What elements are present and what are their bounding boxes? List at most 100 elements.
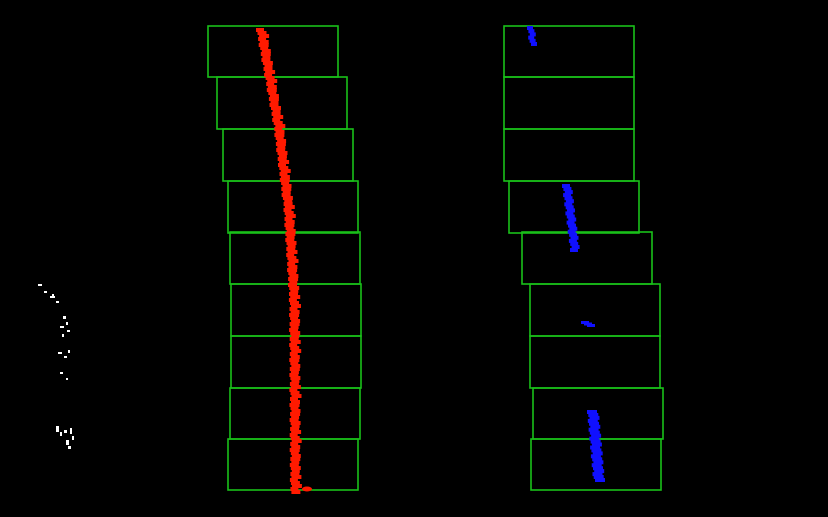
left-lane-pixel xyxy=(270,100,279,104)
right-lane-pixel xyxy=(592,472,603,477)
left-lane-pixel xyxy=(275,124,286,128)
left-lane-pixel xyxy=(289,322,300,326)
left-lane-pixel xyxy=(276,148,286,152)
right-lane-pixel xyxy=(589,436,600,441)
left-lane-pixel xyxy=(259,34,270,38)
right-lane-pixel xyxy=(564,196,573,201)
left-lane-pixel xyxy=(290,346,300,350)
left-lane-pixel xyxy=(262,55,271,59)
left-lane-pixel xyxy=(284,223,295,227)
noise-pixel xyxy=(66,440,69,445)
left-lane-pixel xyxy=(280,175,290,179)
left-lane-pixel xyxy=(263,67,273,71)
right-lane-pixel xyxy=(567,229,576,234)
left-lane-pixel xyxy=(289,367,300,371)
right-lane-pixel xyxy=(587,410,597,414)
left-lane-pixel xyxy=(262,61,273,65)
left-lane-pixel xyxy=(290,355,300,359)
left-lane-pixel xyxy=(291,484,302,488)
right-lane-pixel xyxy=(587,324,595,327)
left-lane-pixel xyxy=(291,409,301,413)
left-lane-pixel xyxy=(290,289,299,293)
left-lane-pixel xyxy=(288,259,299,263)
right-lane-pixel xyxy=(595,478,605,482)
right-lane-pixel xyxy=(590,454,601,459)
noise-pixel xyxy=(38,284,42,286)
right-lane-pixel xyxy=(566,220,575,225)
left-lane-pixel xyxy=(269,103,279,107)
right-lane-pixel xyxy=(570,235,579,240)
left-lane-pixel xyxy=(278,163,286,167)
left-lane-pixel xyxy=(258,37,267,41)
noise-pixels xyxy=(38,284,74,449)
left-lane-pixel xyxy=(286,229,296,233)
left-lane-pixel xyxy=(291,304,301,308)
noise-pixel xyxy=(70,428,72,434)
right-lane-pixel xyxy=(591,463,602,468)
left-lane-pixel xyxy=(290,316,299,320)
right-lane-pixel xyxy=(591,442,602,447)
right-lane-pixel xyxy=(566,214,575,219)
right-lane-pixel xyxy=(562,184,570,188)
left-lane-pixel xyxy=(291,394,302,398)
left-lane-pixel xyxy=(289,382,299,386)
left-lane-pixel xyxy=(264,73,273,77)
right-lane-pixel xyxy=(568,223,576,228)
left-lane-pixel xyxy=(289,388,298,392)
left-lane-pixel xyxy=(282,184,292,188)
right-lane-pixel xyxy=(531,42,537,46)
right-lane-pixels xyxy=(527,26,605,482)
right-lane-pixel xyxy=(587,418,598,423)
left-lane-pixel xyxy=(272,109,281,113)
right-lane-pixel xyxy=(565,211,574,216)
left-lane-pixel xyxy=(272,118,281,122)
left-lane-pixel xyxy=(291,400,300,404)
noise-pixel xyxy=(56,426,59,432)
noise-pixel xyxy=(56,301,59,303)
left-lane-pixel xyxy=(279,160,290,164)
left-lane-pixel xyxy=(275,136,284,140)
left-lane-pixel xyxy=(289,337,299,341)
left-lane-pixel xyxy=(289,328,299,332)
left-lane-pixel xyxy=(264,64,273,68)
left-lane-pixel xyxy=(291,460,300,464)
right-lane-pixel xyxy=(568,217,577,222)
left-lane-pixel xyxy=(287,262,296,266)
left-lane-pixel xyxy=(285,226,294,230)
left-lane-pixel xyxy=(284,199,293,203)
left-lane-pixel xyxy=(290,310,300,314)
left-lane-pixel xyxy=(268,97,279,101)
left-lane-pixel xyxy=(279,172,288,176)
noise-pixel xyxy=(44,291,47,293)
right-lane-pixel xyxy=(570,241,579,246)
right-lane-pixel xyxy=(563,187,572,191)
left-lane-pixel xyxy=(290,487,299,491)
left-lane-pixel xyxy=(289,292,298,296)
right-lane-pixel xyxy=(591,448,602,453)
left-lane-pixel xyxy=(277,145,286,149)
noise-pixel xyxy=(67,330,70,332)
left-lane-pixel xyxy=(266,88,277,92)
left-lane-pixel xyxy=(290,472,300,476)
left-lane-pixel xyxy=(289,274,299,278)
right-lane-windows xyxy=(503,25,664,491)
right-lane-pixel xyxy=(529,32,536,37)
left-lane-pixel xyxy=(290,361,299,365)
left-lane-pixel xyxy=(274,133,285,137)
right-lane-pixel xyxy=(565,199,574,204)
left-lane-pixel xyxy=(277,151,288,155)
right-lane-pixel xyxy=(589,415,600,420)
left-lane-pixel xyxy=(278,154,287,158)
right-lane-pixel xyxy=(591,433,602,438)
left-lane-pixel xyxy=(286,247,296,251)
right-lane-pixel xyxy=(589,430,600,435)
right-lane-pixel xyxy=(569,226,578,231)
left-lane-pixel xyxy=(289,358,300,362)
left-lane-pixel xyxy=(273,121,283,125)
left-lane-pixel xyxy=(289,313,300,317)
right-lane-pixel xyxy=(594,469,605,474)
noise-pixel xyxy=(68,446,71,449)
right-lane-pixel xyxy=(593,466,603,471)
right-lane-pixel xyxy=(568,238,577,243)
